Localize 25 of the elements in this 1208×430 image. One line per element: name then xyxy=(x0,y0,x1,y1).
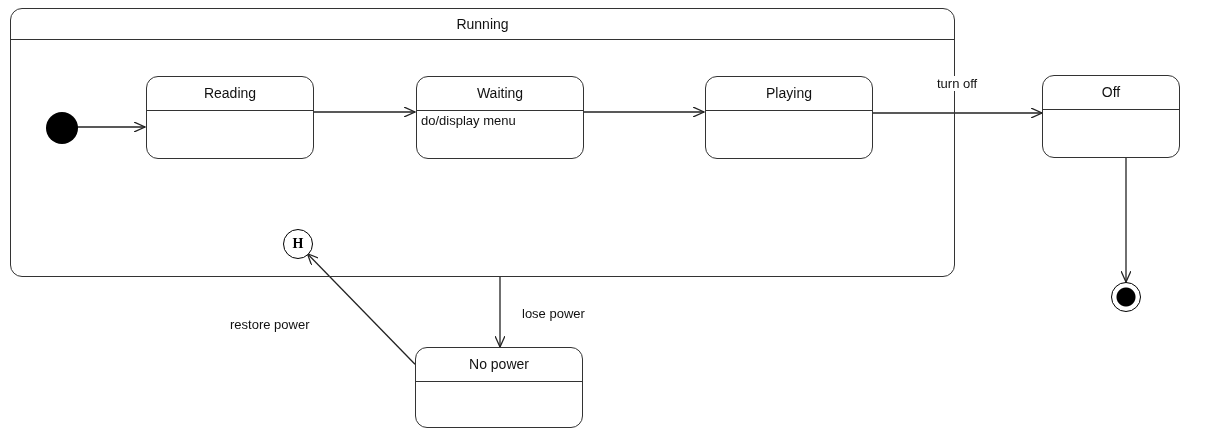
state-box xyxy=(415,347,583,428)
state-name: No power xyxy=(469,356,529,372)
edge-label: lose power xyxy=(520,306,587,321)
transition-arrow xyxy=(582,106,705,118)
edge-label: turn off xyxy=(935,76,980,91)
state-activity: do/display menu xyxy=(421,113,516,128)
transition-arrow xyxy=(1120,157,1132,283)
transition-arrow xyxy=(312,106,416,118)
edge-label: restore power xyxy=(228,317,312,332)
transition-arrow xyxy=(76,121,146,133)
state-box xyxy=(1042,75,1180,158)
state-name: Playing xyxy=(766,85,812,101)
final-state xyxy=(1111,282,1141,312)
state-name: Reading xyxy=(203,85,257,101)
history-state: H xyxy=(283,229,313,259)
state-name: Waiting xyxy=(476,85,524,101)
initial-state xyxy=(46,112,78,144)
transition-arrow xyxy=(871,107,1043,119)
state-box xyxy=(416,76,584,159)
state-box xyxy=(705,76,873,159)
state-name: Off xyxy=(1101,84,1121,100)
transition-arrow xyxy=(306,253,416,365)
transition-arrow xyxy=(494,276,506,348)
state-box xyxy=(146,76,314,159)
state-name: Running xyxy=(456,16,509,32)
